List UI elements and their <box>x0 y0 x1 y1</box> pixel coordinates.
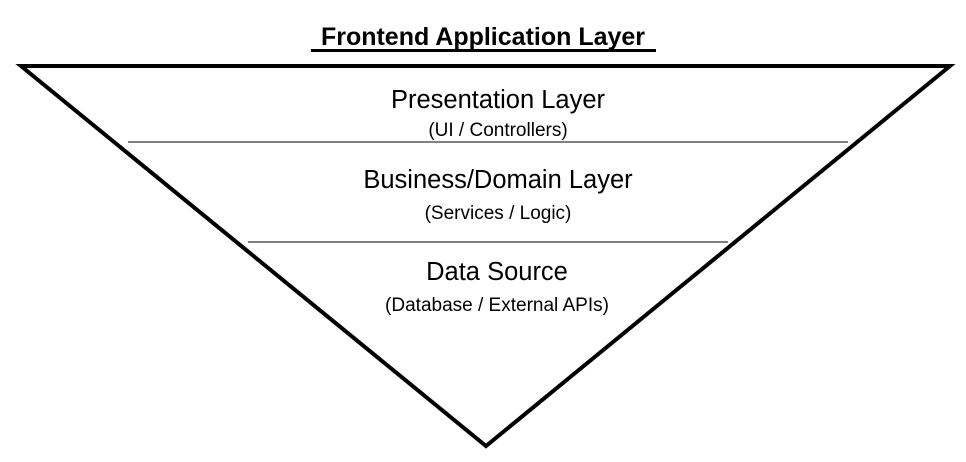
layer-presentation-subtitle: (UI / Controllers) <box>428 120 567 141</box>
layer-data-source-subtitle: (Database / External APIs) <box>385 295 609 316</box>
layer-data-source-title: Data Source <box>426 258 568 286</box>
layer-presentation: Presentation Layer (UI / Controllers) <box>391 86 606 141</box>
layer-business-domain: Business/Domain Layer (Services / Logic) <box>363 166 633 224</box>
triangle-outline <box>15 64 956 449</box>
layer-presentation-title: Presentation Layer <box>391 86 606 114</box>
layer-business-domain-title: Business/Domain Layer <box>363 166 633 194</box>
layer-business-domain-subtitle: (Services / Logic) <box>425 203 572 224</box>
layer-data-source: Data Source (Database / External APIs) <box>385 258 609 316</box>
diagram-title: Frontend Application Layer <box>321 23 645 51</box>
